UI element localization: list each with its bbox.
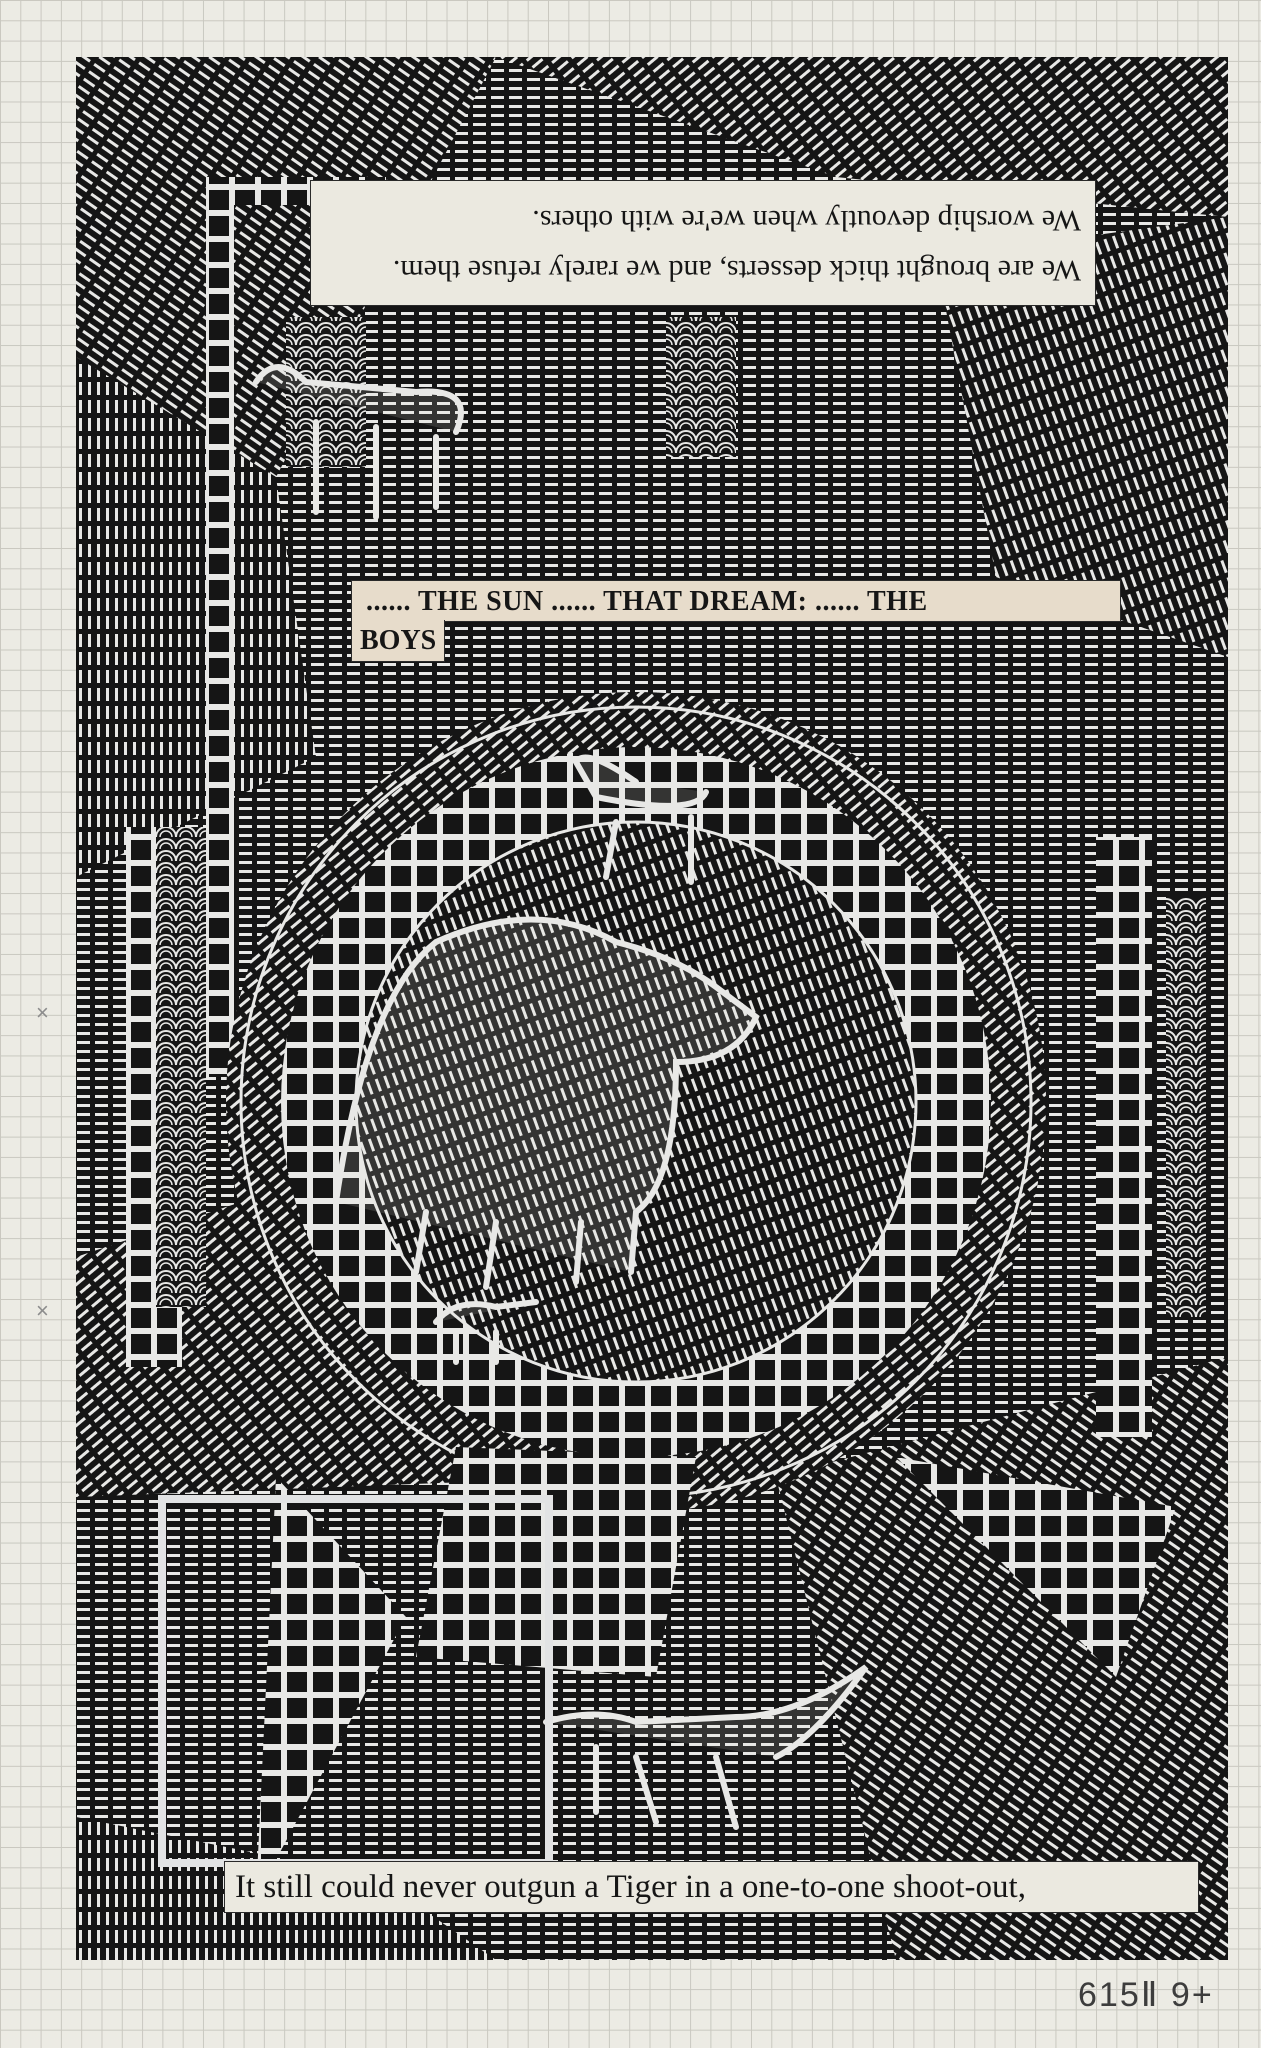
ink-drawing — [76, 57, 1228, 1960]
collage-text-top-line-2: We worship devoutly when we're with othe… — [532, 204, 1081, 237]
blue-outline-box — [158, 1495, 553, 1867]
catalog-note: 615Ⅱ 9+ — [1078, 1976, 1214, 2014]
collage-text-middle: ...... THE SUN ...... THAT DREAM: ......… — [351, 580, 1121, 622]
margin-mark: × — [36, 1298, 49, 1323]
margin-mark: × — [36, 1000, 49, 1025]
collage-text-top-line-1: We are brought thick desserts, and we ra… — [392, 254, 1081, 287]
collage-text-top: We are brought thick desserts, and we ra… — [310, 180, 1096, 306]
collage-text-bottom: It still could never outgun a Tiger in a… — [224, 1861, 1199, 1913]
collage-text-middle-continued: BOYS — [351, 620, 445, 662]
